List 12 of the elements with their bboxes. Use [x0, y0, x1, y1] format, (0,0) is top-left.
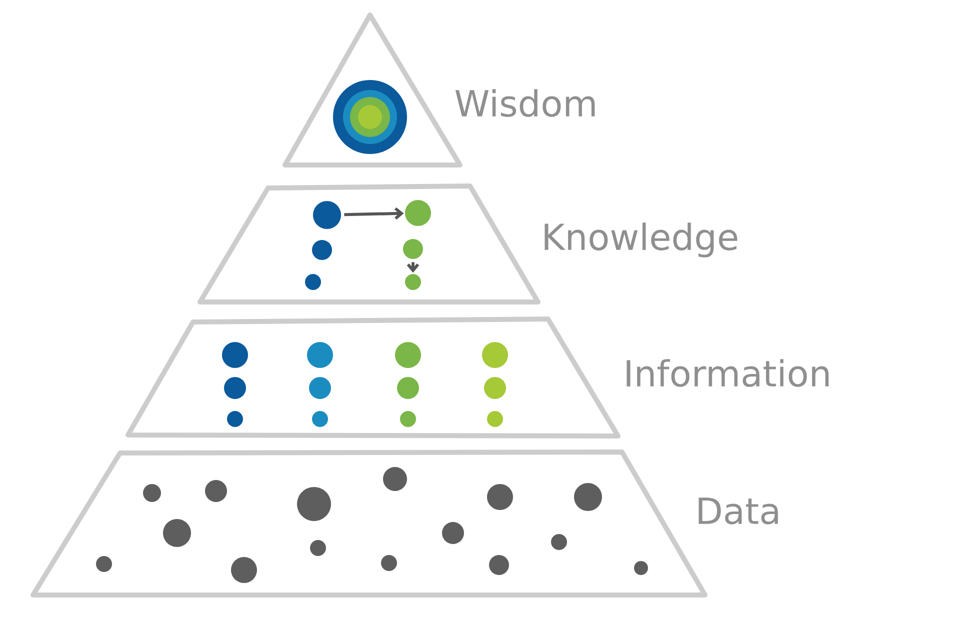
dot — [313, 201, 341, 229]
pyramid-tier: Knowledge — [198, 184, 738, 304]
node-label: Data — [698, 498, 778, 524]
node-label: Information — [626, 359, 829, 387]
node-label: Wisdom — [455, 89, 595, 117]
pyramid-tier: Data — [30, 450, 778, 598]
dot — [403, 239, 423, 259]
node-label: Knowledge — [544, 222, 738, 258]
dot — [405, 274, 421, 290]
pyramid-tier: Information — [126, 316, 829, 438]
dot — [405, 200, 431, 226]
arrow — [344, 207, 404, 220]
